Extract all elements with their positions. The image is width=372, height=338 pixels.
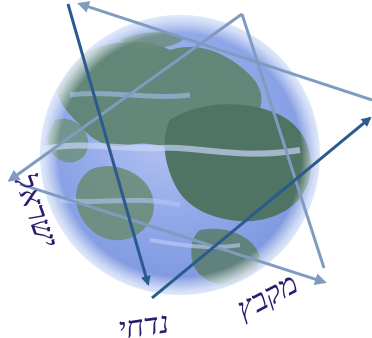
text-bottom: נדחי (116, 305, 171, 338)
